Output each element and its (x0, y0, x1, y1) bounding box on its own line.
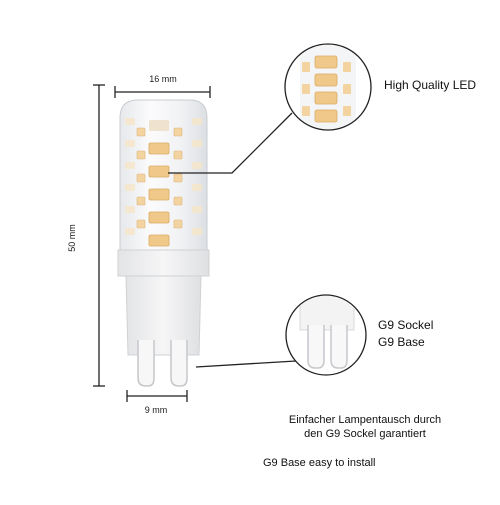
install-note-line-2: den G9 Sockel garantiert (304, 428, 426, 440)
g9-base (117, 249, 210, 387)
dimension-height-label: 50 mm (67, 224, 77, 252)
dimension-top-width (114, 86, 211, 98)
base-leader-line (195, 360, 297, 368)
dimension-height (93, 84, 105, 387)
dimension-base-width (126, 390, 188, 402)
base-callout-label-de: G9 Sockel (378, 318, 434, 332)
base-callout (285, 294, 367, 376)
base-callout-label-en: G9 Base (378, 335, 425, 349)
install-note-line-3: G9 Base easy to install (263, 457, 376, 469)
led-chips (148, 120, 170, 247)
dimension-top-width-label: 16 mm (149, 74, 177, 84)
bulb-body (119, 99, 208, 251)
led-callout (284, 43, 372, 131)
dimension-base-width-label: 9 mm (144, 405, 168, 415)
led-callout-label: High Quality LED (384, 78, 477, 92)
install-note-line-1: Einfacher Lampentausch durch (288, 414, 442, 426)
led-leader-line (168, 112, 293, 174)
